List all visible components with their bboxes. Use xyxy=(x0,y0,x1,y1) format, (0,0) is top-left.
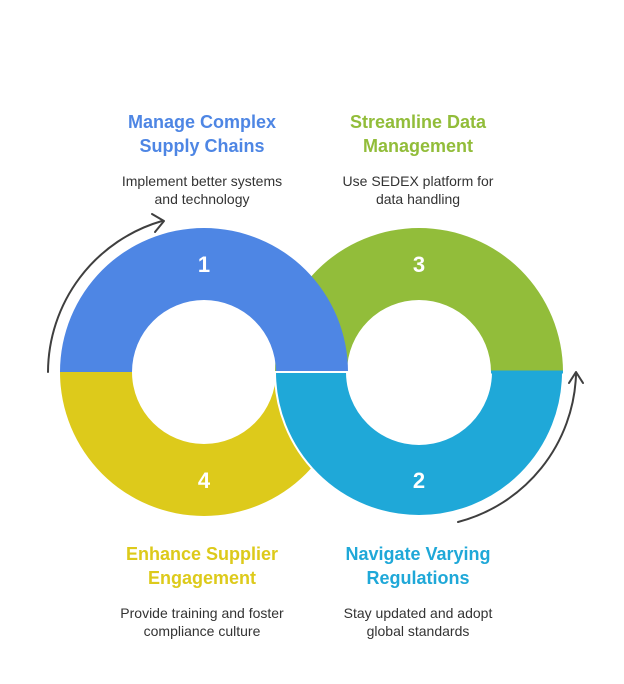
step-2-desc-line1: Stay updated and adopt xyxy=(343,605,493,621)
step-2-title-line1: Navigate Varying xyxy=(345,544,491,564)
step-1-title: Manage Complex Supply Chains xyxy=(87,110,317,158)
step-1-title-line1: Manage Complex xyxy=(127,112,277,132)
step-3-title: Streamline Data Management xyxy=(303,110,533,158)
segment-4-yellow xyxy=(60,372,348,516)
step-3-block: Streamline Data Management Use SEDEX pla… xyxy=(303,110,533,208)
segment-3-green xyxy=(275,228,563,372)
step-3-number: 3 xyxy=(413,252,425,277)
segment-2-cyan xyxy=(273,371,565,517)
step-2-desc-line2: global standards xyxy=(366,623,470,639)
step-1-description: Implement better systems and technology xyxy=(87,172,317,208)
step-3-desc-line1: Use SEDEX platform for xyxy=(342,173,494,189)
step-3-desc-line2: data handling xyxy=(375,191,461,207)
step-2-description: Stay updated and adopt global standards xyxy=(303,604,533,640)
step-1-number: 1 xyxy=(198,252,210,277)
arrowhead-right xyxy=(568,371,584,384)
step-4-description: Provide training and foster compliance c… xyxy=(87,604,317,640)
step-1-desc-line1: Implement better systems xyxy=(121,173,283,189)
step-4-desc-line2: compliance culture xyxy=(143,623,261,639)
step-4-block: Enhance Supplier Engagement Provide trai… xyxy=(87,542,317,640)
step-4-title-line1: Enhance Supplier xyxy=(125,544,279,564)
step-2-title: Navigate Varying Regulations xyxy=(303,542,533,590)
arrowhead-left xyxy=(151,213,165,233)
step-1-title-line2: Supply Chains xyxy=(139,136,265,156)
step-4-title-line2: Engagement xyxy=(147,568,257,588)
step-3-title-line2: Management xyxy=(362,136,474,156)
step-3-description: Use SEDEX platform for data handling xyxy=(303,172,533,208)
step-4-number: 4 xyxy=(198,468,211,493)
step-4-title: Enhance Supplier Engagement xyxy=(87,542,317,590)
step-1-desc-line2: and technology xyxy=(154,191,250,207)
step-2-number: 2 xyxy=(413,468,425,493)
cycle-arrow-left xyxy=(47,220,163,373)
step-4-desc-line1: Provide training and foster xyxy=(120,605,284,621)
step-3-title-line1: Streamline Data xyxy=(349,112,487,132)
cycle-arrow-right xyxy=(457,374,577,523)
segment-1-blue xyxy=(60,228,348,372)
step-1-block: Manage Complex Supply Chains Implement b… xyxy=(87,110,317,208)
step-2-title-line2: Regulations xyxy=(366,568,470,588)
step-2-block: Navigate Varying Regulations Stay update… xyxy=(303,542,533,640)
